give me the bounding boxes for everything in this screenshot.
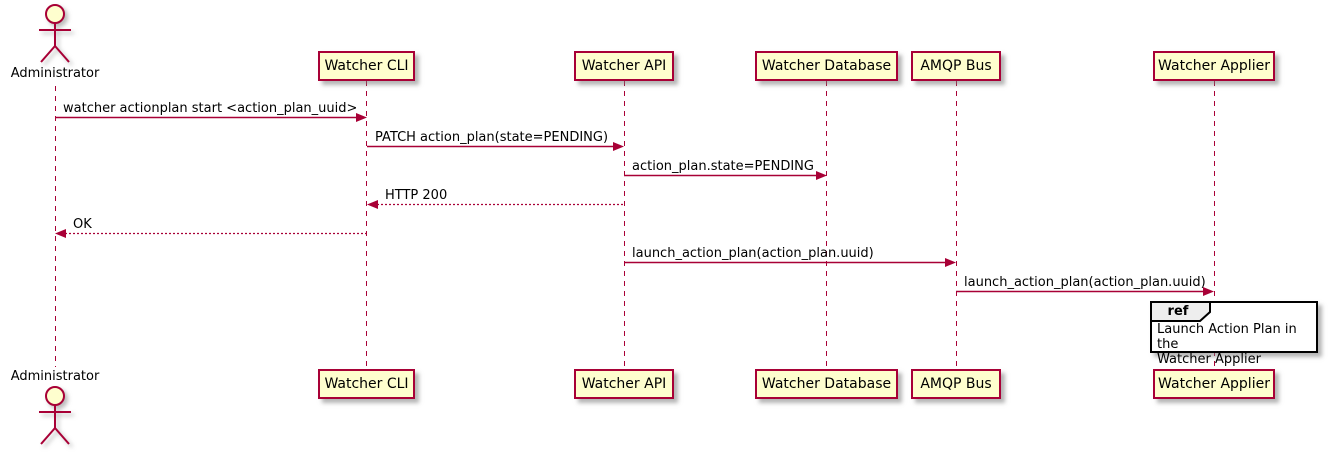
ref-fragment: ref Launch Action Plan in the Watcher Ap… <box>1150 301 1318 367</box>
participant-amqp-bus-top: AMQP Bus <box>911 51 1001 81</box>
participant-watcher-applier-top: Watcher Applier <box>1153 51 1275 81</box>
participant-watcher-api-top: Watcher API <box>574 51 674 81</box>
ref-keyword-tab <box>1150 301 1211 322</box>
participant-watcher-applier-bottom: Watcher Applier <box>1153 369 1275 399</box>
message-arrow-3 <box>367 200 624 209</box>
administrator-actor-icon-bottom <box>39 386 71 445</box>
message-label-2: action_plan.state=PENDING <box>632 159 814 174</box>
actor-label-administrator-top: Administrator <box>10 66 100 81</box>
message-arrow-6 <box>956 287 1214 296</box>
participant-watcher-cli-top: Watcher CLI <box>318 51 415 81</box>
administrator-actor-icon-top <box>39 4 71 63</box>
participant-watcher-cli-bottom: Watcher CLI <box>318 369 415 399</box>
actor-label-administrator-bottom: Administrator <box>10 369 100 384</box>
message-arrow-2 <box>624 171 827 180</box>
participant-watcher-api-bottom: Watcher API <box>574 369 674 399</box>
ref-body-text: Launch Action Plan in the Watcher Applie… <box>1157 322 1297 367</box>
message-arrows <box>55 113 1214 296</box>
message-label-6: launch_action_plan(action_plan.uuid) <box>964 275 1206 290</box>
message-label-0: watcher actionplan start <action_plan_uu… <box>63 101 358 116</box>
message-arrow-5 <box>624 258 956 267</box>
lifelines <box>55 81 1215 369</box>
message-label-5: launch_action_plan(action_plan.uuid) <box>632 246 874 261</box>
message-label-3: HTTP 200 <box>385 188 448 203</box>
message-arrow-4 <box>55 229 367 238</box>
message-label-4: OK <box>73 217 92 232</box>
participant-amqp-bus-bottom: AMQP Bus <box>911 369 1001 399</box>
message-arrow-1 <box>367 142 624 151</box>
message-label-1: PATCH action_plan(state=PENDING) <box>375 130 609 145</box>
message-arrow-0 <box>55 113 367 122</box>
ref-keyword-label: ref <box>1167 304 1189 319</box>
participant-watcher-database-top: Watcher Database <box>755 51 898 81</box>
participant-watcher-database-bottom: Watcher Database <box>755 369 898 399</box>
